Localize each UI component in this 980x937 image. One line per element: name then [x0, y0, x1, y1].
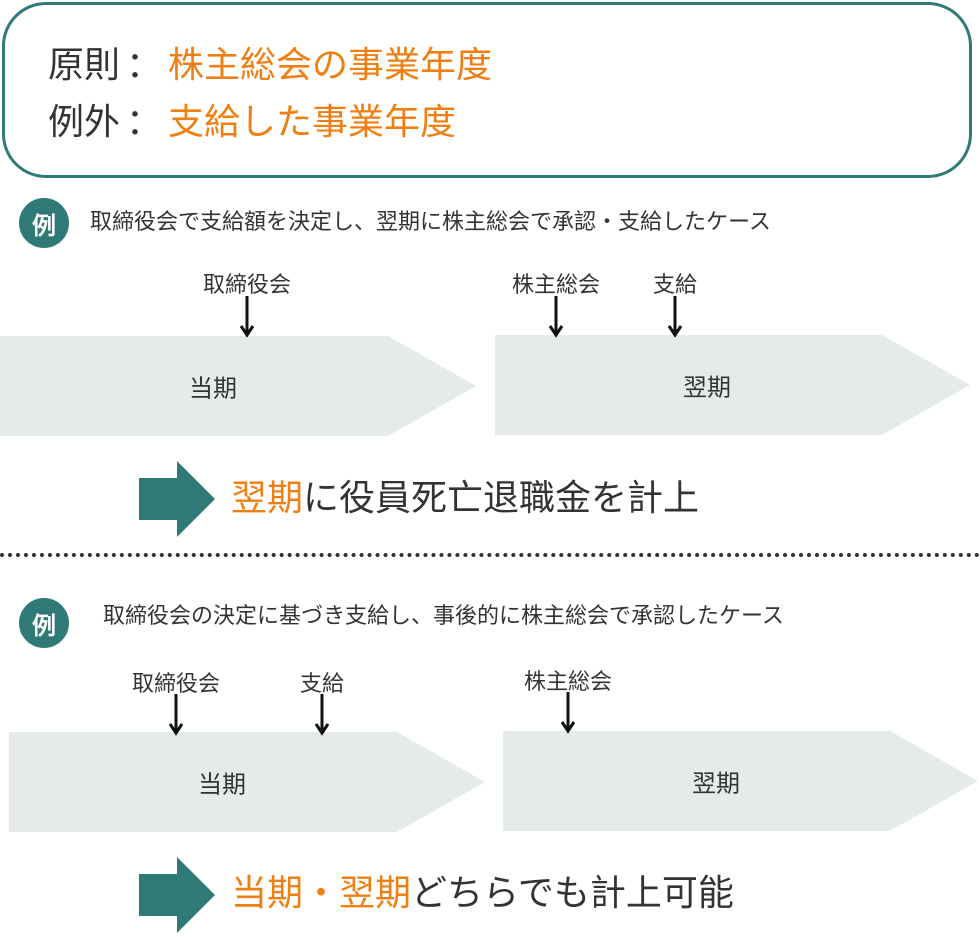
- example2-description: 取締役会の決定に基づき支給し、事後的に株主総会で承認したケース: [103, 604, 784, 629]
- example1-conclusion-accent: 翌期: [231, 478, 304, 519]
- example2-badge: 例: [19, 598, 69, 648]
- example2-conclusion: 当期・翌期どちらでも計上可能: [231, 872, 734, 916]
- down-arrow-icon: [667, 296, 683, 342]
- example2-current-period-arrow: [9, 732, 485, 832]
- example2-current-period-label: 当期: [198, 770, 246, 799]
- down-arrow-icon: [548, 296, 564, 342]
- example2-event-shareholders: 株主総会: [523, 670, 613, 695]
- example1-conclusion-text: に役員死亡退職金を計上: [303, 478, 700, 519]
- down-arrow-icon: [560, 692, 576, 738]
- example1-event-payment: 支給: [652, 273, 698, 298]
- right-arrow-icon: [139, 461, 215, 541]
- dotted-divider: [0, 553, 980, 557]
- down-arrow-icon: [168, 694, 184, 740]
- principle-colon: ：: [126, 45, 163, 86]
- example1-next-period-arrow: [495, 335, 970, 435]
- down-arrow-icon: [239, 296, 255, 342]
- example1-next-period-label: 翌期: [683, 373, 731, 402]
- example2-event-board: 取締役会: [131, 672, 221, 697]
- example1-badge: 例: [19, 198, 69, 248]
- example1-current-period-arrow: [0, 336, 476, 436]
- exception-colon: ：: [126, 102, 163, 143]
- principle-box: [2, 2, 972, 178]
- right-arrow-icon: [139, 857, 215, 937]
- principle-label: 原則: [48, 45, 121, 86]
- exception-label: 例外: [48, 102, 121, 143]
- example2-conclusion-accent: 当期・翌期: [231, 873, 412, 914]
- example1-event-shareholders: 株主総会: [511, 273, 601, 298]
- exception-line: 例外：支給した事業年度: [48, 101, 456, 145]
- principle-value: 株主総会の事業年度: [168, 45, 493, 86]
- down-arrow-icon: [314, 694, 330, 740]
- example1-conclusion: 翌期に役員死亡退職金を計上: [231, 477, 699, 521]
- example2-next-period-label: 翌期: [692, 769, 740, 798]
- example1-current-period-label: 当期: [189, 374, 237, 403]
- example1-description: 取締役会で支給額を決定し、翌期に株主総会で承認・支給したケース: [90, 210, 771, 235]
- example2-conclusion-text: どちらでも計上可能: [411, 873, 734, 914]
- principle-line: 原則：株主総会の事業年度: [48, 44, 492, 88]
- example2-next-period-arrow: [503, 731, 978, 831]
- exception-value: 支給した事業年度: [168, 102, 457, 143]
- example1-event-board: 取締役会: [202, 273, 292, 298]
- example2-event-payment: 支給: [299, 672, 345, 697]
